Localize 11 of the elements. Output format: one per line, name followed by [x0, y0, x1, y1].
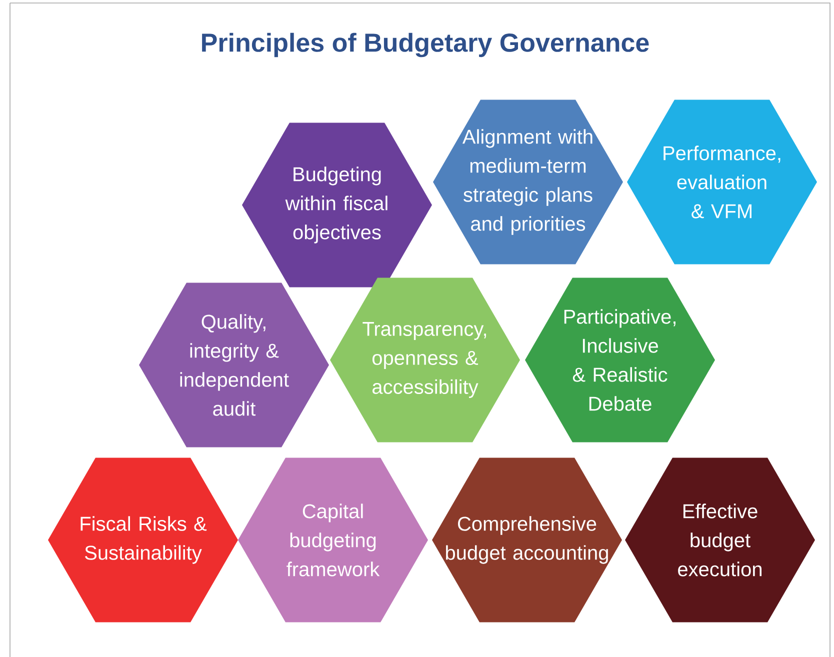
hexagon: Comprehensive budget accounting [432, 458, 622, 622]
hexagon: Fiscal Risks & Sustainability [48, 458, 238, 622]
hexagon: Alignment with medium-term strategic plans and priorities [433, 100, 623, 264]
hexagon: Effective budget execution [625, 458, 815, 622]
hexagon: Performance, evaluation & VFM [627, 100, 817, 264]
hexagon: Participative, Inclusive & Realistic Debate [525, 278, 715, 442]
hexagon: Transparency, openness & accessibility [330, 278, 520, 442]
hexagon: Capital budgeting framework [238, 458, 428, 622]
hexagon: Quality, integrity & independent audit [139, 282, 329, 448]
title: Principles of Budgetary Governance [202, 32, 649, 58]
hexagon: Budgeting within fiscal objectives [242, 122, 432, 288]
